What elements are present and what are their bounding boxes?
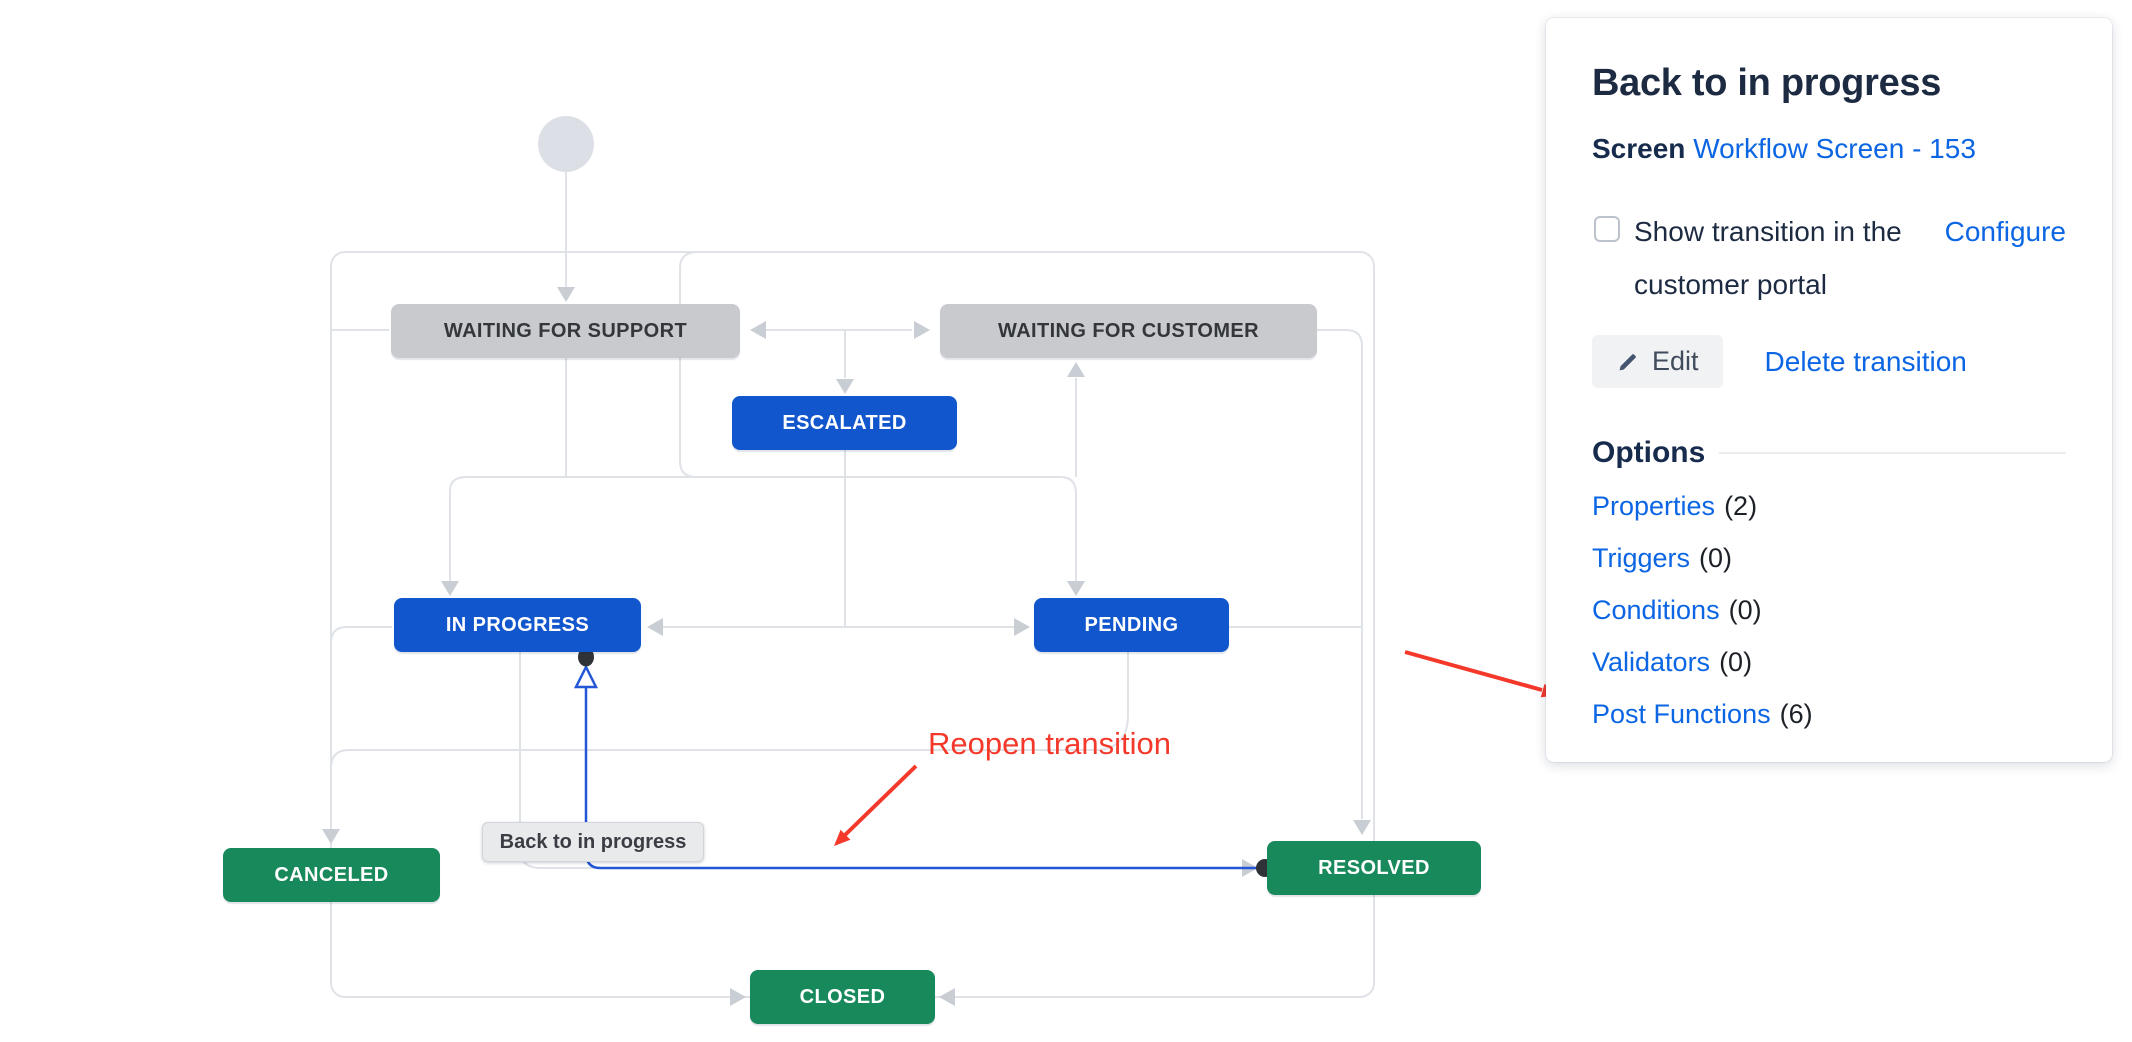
annotation-arrow-to-postfunctions xyxy=(1404,650,1543,692)
option-link-conditions[interactable]: Conditions xyxy=(1592,595,1720,626)
feed-inprogress-left xyxy=(330,626,392,644)
edit-button-label: Edit xyxy=(1652,346,1699,377)
actions-row: Edit Delete transition xyxy=(1592,335,2066,389)
routing-h477 xyxy=(449,476,1077,494)
option-link-validators[interactable]: Validators xyxy=(1592,647,1711,678)
configure-link[interactable]: Configure xyxy=(1944,216,2066,247)
screen-label: Screen xyxy=(1592,133,1686,164)
status-resolved[interactable]: RESOLVED xyxy=(1267,841,1481,895)
option-row-triggers: Triggers (0) xyxy=(1592,543,2066,574)
panel-title: Back to in progress xyxy=(1592,62,1942,104)
status-escalated[interactable]: ESCALATED xyxy=(732,396,957,450)
target-arrowhead xyxy=(573,664,599,689)
checkbox-label: Show transition in the customer portal xyxy=(1634,216,1902,301)
options-heading: Options xyxy=(1592,436,1706,470)
option-count: (0) xyxy=(1699,543,1733,574)
routing-branch-left xyxy=(679,251,699,478)
option-count: (6) xyxy=(1779,699,1813,730)
option-link-post-functions[interactable]: Post Functions xyxy=(1592,699,1771,730)
option-link-triggers[interactable]: Triggers xyxy=(1592,543,1691,574)
show-transition-row: Show transition in the customer portal C… xyxy=(1592,205,2066,311)
pencil-icon xyxy=(1616,350,1640,374)
options-list: Properties(2)Triggers(0)Conditions(0)Val… xyxy=(1592,491,2066,730)
option-row-conditions: Conditions (0) xyxy=(1592,595,2066,626)
option-row-validators: Validators (0) xyxy=(1592,647,2066,678)
screen-link[interactable]: Workflow Screen - 153 xyxy=(1693,133,1976,164)
show-transition-checkbox[interactable] xyxy=(1594,216,1620,242)
options-divider xyxy=(1719,452,2066,455)
transition-lines xyxy=(330,172,1375,998)
transition-label-chip[interactable]: Back to in progress xyxy=(482,822,704,862)
options-heading-row: Options xyxy=(1592,436,2066,470)
start-node[interactable] xyxy=(538,116,594,172)
screen-row: Screen Workflow Screen - 153 xyxy=(1592,133,2066,165)
option-row-properties: Properties (2) xyxy=(1592,491,2066,522)
arrowheads xyxy=(322,287,1371,1006)
status-canceled[interactable]: CANCELED xyxy=(223,848,440,902)
delete-transition-link[interactable]: Delete transition xyxy=(1764,345,1967,377)
status-closed[interactable]: CLOSED xyxy=(750,970,935,1024)
status-pending[interactable]: PENDING xyxy=(1034,598,1229,652)
option-row-post-functions: Post Functions (6) xyxy=(1592,699,2066,730)
option-count: (0) xyxy=(1728,595,1762,626)
status-in-progress[interactable]: IN PROGRESS xyxy=(394,598,641,652)
pending-bottom-loop xyxy=(330,652,1129,769)
wfc-to-resolved xyxy=(1317,329,1363,819)
option-count: (2) xyxy=(1724,491,1758,522)
option-link-properties[interactable]: Properties xyxy=(1592,491,1716,522)
annotation-arrow-to-line xyxy=(843,764,918,837)
annotation-reopen-text: Reopen transition xyxy=(928,726,1171,761)
edit-button[interactable]: Edit xyxy=(1592,335,1723,389)
option-count: (0) xyxy=(1719,647,1753,678)
transition-panel: Back to in progress Screen Workflow Scre… xyxy=(1546,18,2112,762)
status-waiting-for-support[interactable]: WAITING FOR SUPPORT xyxy=(391,304,740,358)
status-waiting-for-customer[interactable]: WAITING FOR CUSTOMER xyxy=(940,304,1317,358)
target-endpoint-dot[interactable] xyxy=(578,647,594,667)
